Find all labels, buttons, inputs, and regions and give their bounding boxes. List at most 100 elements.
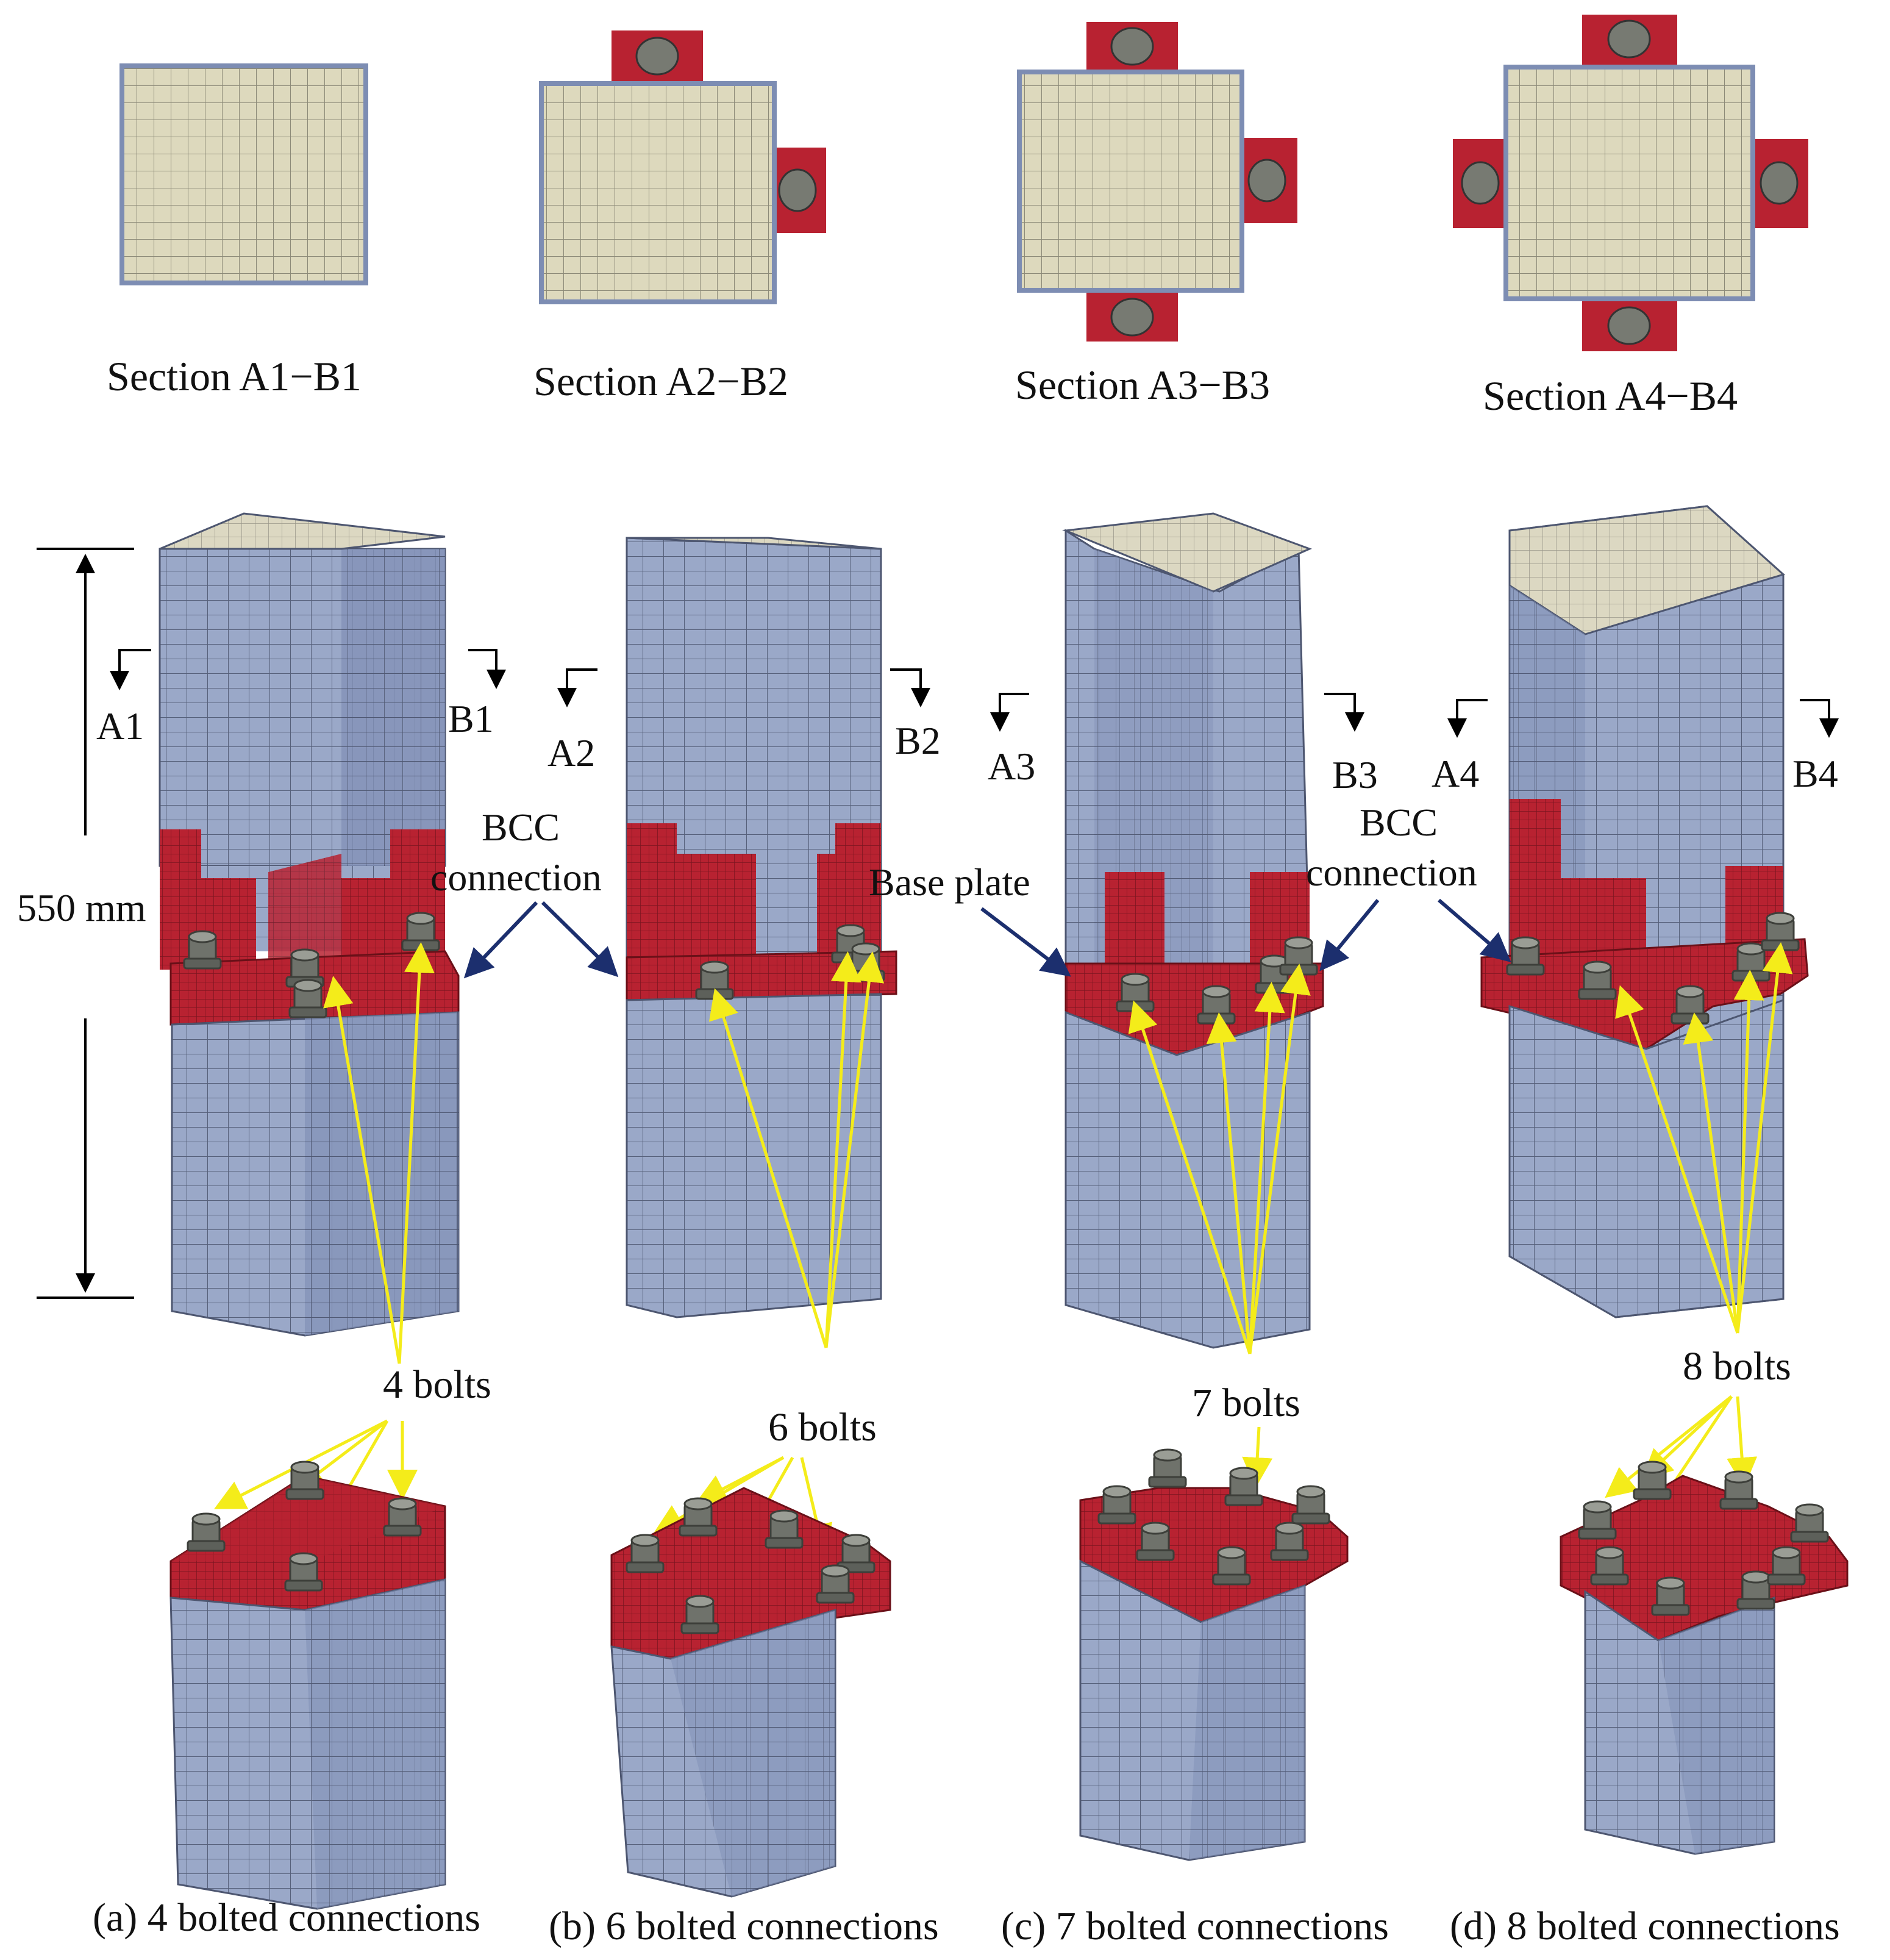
- base-plate: [626, 950, 897, 1001]
- bolt-icon: [288, 979, 327, 1018]
- bolt-icon: [626, 1534, 665, 1573]
- bolt-icon: [680, 1595, 719, 1634]
- base-model-d: [1560, 1461, 1849, 1855]
- bolt-icon: [1719, 1470, 1758, 1510]
- cut-label-a2: A2: [547, 731, 595, 774]
- cut-mark-a2: [557, 668, 597, 707]
- bolt-icon: [1224, 1467, 1263, 1506]
- bolt-icon: [383, 1497, 422, 1537]
- bolt-section-icon: [1247, 159, 1286, 202]
- dimension-line: [37, 548, 134, 1299]
- bolt-count-label-b: 6 bolts: [768, 1405, 877, 1450]
- bolt-section-icon: [1607, 20, 1651, 59]
- column-model-d: [1480, 505, 1809, 1318]
- cut-label-a4: A4: [1432, 752, 1479, 795]
- cut-label-b1: B1: [448, 697, 494, 740]
- bcc-connection-label-left-line2: connection: [430, 856, 602, 899]
- cut-mark-b2: [890, 668, 930, 707]
- column-top-face: [159, 512, 446, 550]
- base-model-c: [1079, 1448, 1349, 1861]
- bcc-connector: [160, 829, 256, 970]
- bolt-icon: [695, 960, 734, 1000]
- section-label-a4-b4: Section A4−B4: [1483, 373, 1738, 419]
- cut-label-b3: B3: [1332, 753, 1378, 796]
- section-label-a1-b1: Section A1−B1: [107, 353, 362, 399]
- bolt-section-icon: [1461, 161, 1500, 205]
- base-plate-label: Base plate: [869, 860, 1030, 904]
- caption-b: (b) 6 bolted connections: [549, 1904, 939, 1948]
- bolt-icon: [765, 1509, 804, 1549]
- section-a3-b3: [1017, 22, 1297, 342]
- section-a4-b4: [1453, 15, 1808, 351]
- bcc-arrow: [1438, 898, 1511, 962]
- bolt-section-icon: [778, 168, 817, 212]
- bolt-section-icon: [635, 37, 679, 76]
- cut-mark-a4: [1447, 699, 1488, 738]
- column-model-c: [1062, 512, 1324, 1349]
- bolt-icon: [1633, 1461, 1672, 1500]
- column-model-b: [626, 537, 897, 1318]
- bolt-icon: [187, 1512, 226, 1552]
- bolt-section-icon: [1607, 306, 1651, 345]
- cut-mark-b4: [1800, 699, 1839, 738]
- bolt-icon: [1270, 1522, 1309, 1561]
- base-plate-arrow: [980, 907, 1071, 977]
- bolt-icon: [1671, 985, 1710, 1025]
- dimension-label: 550 mm: [17, 886, 146, 929]
- bolt-icon: [1279, 936, 1318, 976]
- bolt-icon: [401, 912, 440, 951]
- cut-mark-b1: [468, 649, 506, 689]
- base-model-b: [610, 1487, 891, 1898]
- cut-mark-b3: [1324, 693, 1364, 732]
- bolt-icon: [1506, 936, 1545, 976]
- bcc-connection-label-right-line1: BCC: [1360, 801, 1438, 844]
- bolt-icon: [1578, 1500, 1617, 1540]
- section-label-a2-b2: Section A2−B2: [533, 358, 788, 404]
- caption-d: (d) 8 bolted connections: [1450, 1904, 1840, 1948]
- bolt-icon: [1197, 985, 1236, 1025]
- section-a1-b1: [119, 63, 368, 285]
- bolt-icon: [1212, 1546, 1251, 1586]
- bolt-icon: [1790, 1503, 1829, 1543]
- cut-label-a1: A1: [96, 704, 144, 748]
- bolt-icon: [284, 1552, 323, 1592]
- bolt-icon: [1116, 973, 1155, 1012]
- cut-label-b4: B4: [1792, 752, 1838, 795]
- cut-mark-a3: [990, 693, 1029, 732]
- bcc-arrow: [541, 901, 619, 978]
- bolt-section-icon: [1110, 298, 1154, 337]
- caption-c: (c) 7 bolted connections: [1001, 1904, 1389, 1948]
- bolt-section-icon: [1760, 161, 1799, 205]
- base-model-a: [169, 1461, 446, 1910]
- bolt-icon: [679, 1497, 718, 1537]
- bolt-arrows-c: [1128, 964, 1311, 1488]
- bcc-connection-label-left-line1: BCC: [482, 806, 560, 849]
- section-a2-b2: [539, 30, 826, 304]
- bcc-connection-label-right-line2: connection: [1306, 851, 1477, 894]
- bcc-arrow: [1319, 899, 1380, 971]
- column-model-a: [159, 512, 460, 1337]
- bolt-count-label-c: 7 bolts: [1192, 1381, 1300, 1425]
- section-label-a3-b3: Section A3−B3: [1015, 362, 1270, 408]
- bolt-icon: [183, 930, 222, 970]
- bolt-count-label-d: 8 bolts: [1683, 1344, 1791, 1389]
- bolt-icon: [1291, 1485, 1330, 1525]
- bolt-icon: [1767, 1546, 1806, 1586]
- bolt-icon: [1148, 1448, 1187, 1488]
- bolt-section-icon: [1110, 27, 1154, 66]
- bolt-count-label-a: 4 bolts: [383, 1362, 491, 1407]
- bolt-icon: [1136, 1522, 1175, 1561]
- caption-a: (a) 4 bolted connections: [93, 1895, 480, 1940]
- bolt-icon: [1578, 960, 1617, 1000]
- bolt-icon: [285, 1461, 324, 1500]
- bolt-icon: [1590, 1546, 1629, 1586]
- cut-label-a3: A3: [988, 745, 1035, 788]
- cut-label-b2: B2: [895, 719, 941, 762]
- bolt-icon: [1097, 1485, 1136, 1525]
- bolt-icon: [816, 1564, 855, 1604]
- bcc-arrow: [463, 901, 538, 979]
- bolt-icon: [1651, 1576, 1690, 1616]
- bolt-icon: [1761, 912, 1800, 951]
- bolt-icon: [846, 942, 885, 982]
